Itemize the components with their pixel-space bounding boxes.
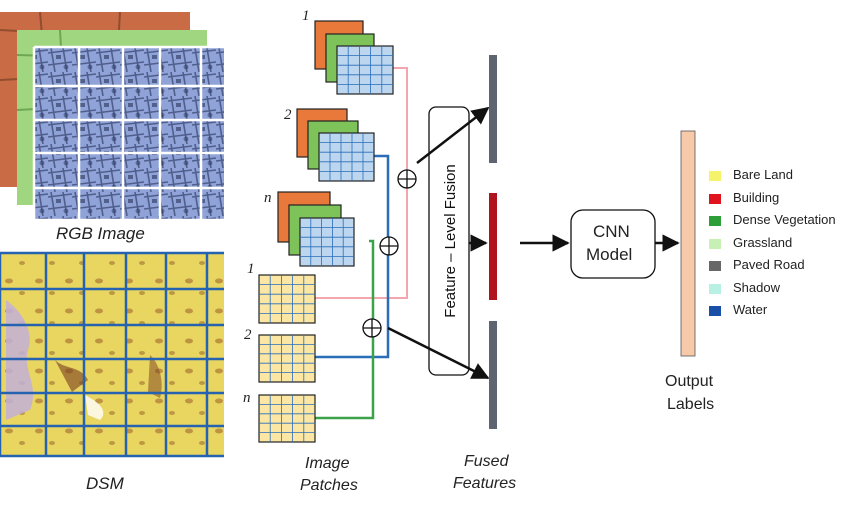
legend-label: Building [733,189,780,205]
legend-label: Paved Road [733,257,805,272]
fused-feature-bar-2 [489,193,497,300]
legend-label: Dense Vegetation [733,212,836,227]
legend-swatch [709,216,721,226]
dsm-patch-2 [258,334,316,383]
dsm-label: DSM [86,474,124,493]
dsm-patch-1 [258,274,316,324]
rgb-patch-stack-1 [314,20,394,95]
fused-feature-bar-1 [489,55,497,163]
output-labels-line1: Output [665,373,714,390]
dsm-patch-index-n: n [243,390,251,406]
output-labels-line2: Labels [667,396,715,413]
fusion-box [428,106,470,376]
rgb-image-stack [0,11,224,222]
image-patches-label-line1: Image [305,455,350,472]
legend-swatch [709,283,721,294]
fused-features-label-line1: Fused [464,453,509,470]
fusion-box-label: Feature – Level Fusion [442,164,459,317]
sum-operator-1 [397,169,417,189]
legend-label: Water [733,302,768,317]
sum-operator-2 [379,236,399,256]
fused-feature-bar-3 [489,321,497,429]
rgb-patch-stack-n [277,191,355,267]
sum-operator-3 [362,318,382,338]
dsm-patch-n [258,394,316,443]
image-patches-label-line2: Patches [300,477,358,494]
legend-swatch [709,193,721,204]
legend-label: Bare Land [733,167,793,182]
sum-operators [362,169,417,338]
fused-features-label-line2: Features [453,475,517,492]
rgb-image-label: RGB Image [56,224,145,243]
legend-swatch [709,171,721,181]
rgb-patch-index-1: 1 [302,8,310,24]
output-label-bar [680,130,696,357]
legend-label: Shadow [733,279,780,295]
rgb-layer-blue [34,47,224,220]
cnn-label-line2: Model [586,245,633,264]
dsm-patch-index-1: 1 [247,261,255,277]
rgb-patch-index-n: n [264,190,272,206]
dsm-patch-index-2: 2 [244,327,252,343]
blue-line [315,154,390,359]
rgb-patch-index-2: 2 [284,107,292,123]
legend-swatch [709,238,721,249]
cnn-label-line1: CNN [593,222,630,241]
rgb-grid [32,45,224,222]
legend-swatch [709,261,721,271]
legend-swatch [709,306,721,316]
dsm-grid [0,251,224,458]
dsm-image [0,251,224,458]
cnn-model-box [570,209,656,279]
legend-label: Grassland [733,234,793,250]
fusion-arrows [387,106,680,380]
rgb-patch-stack-2 [296,108,375,182]
